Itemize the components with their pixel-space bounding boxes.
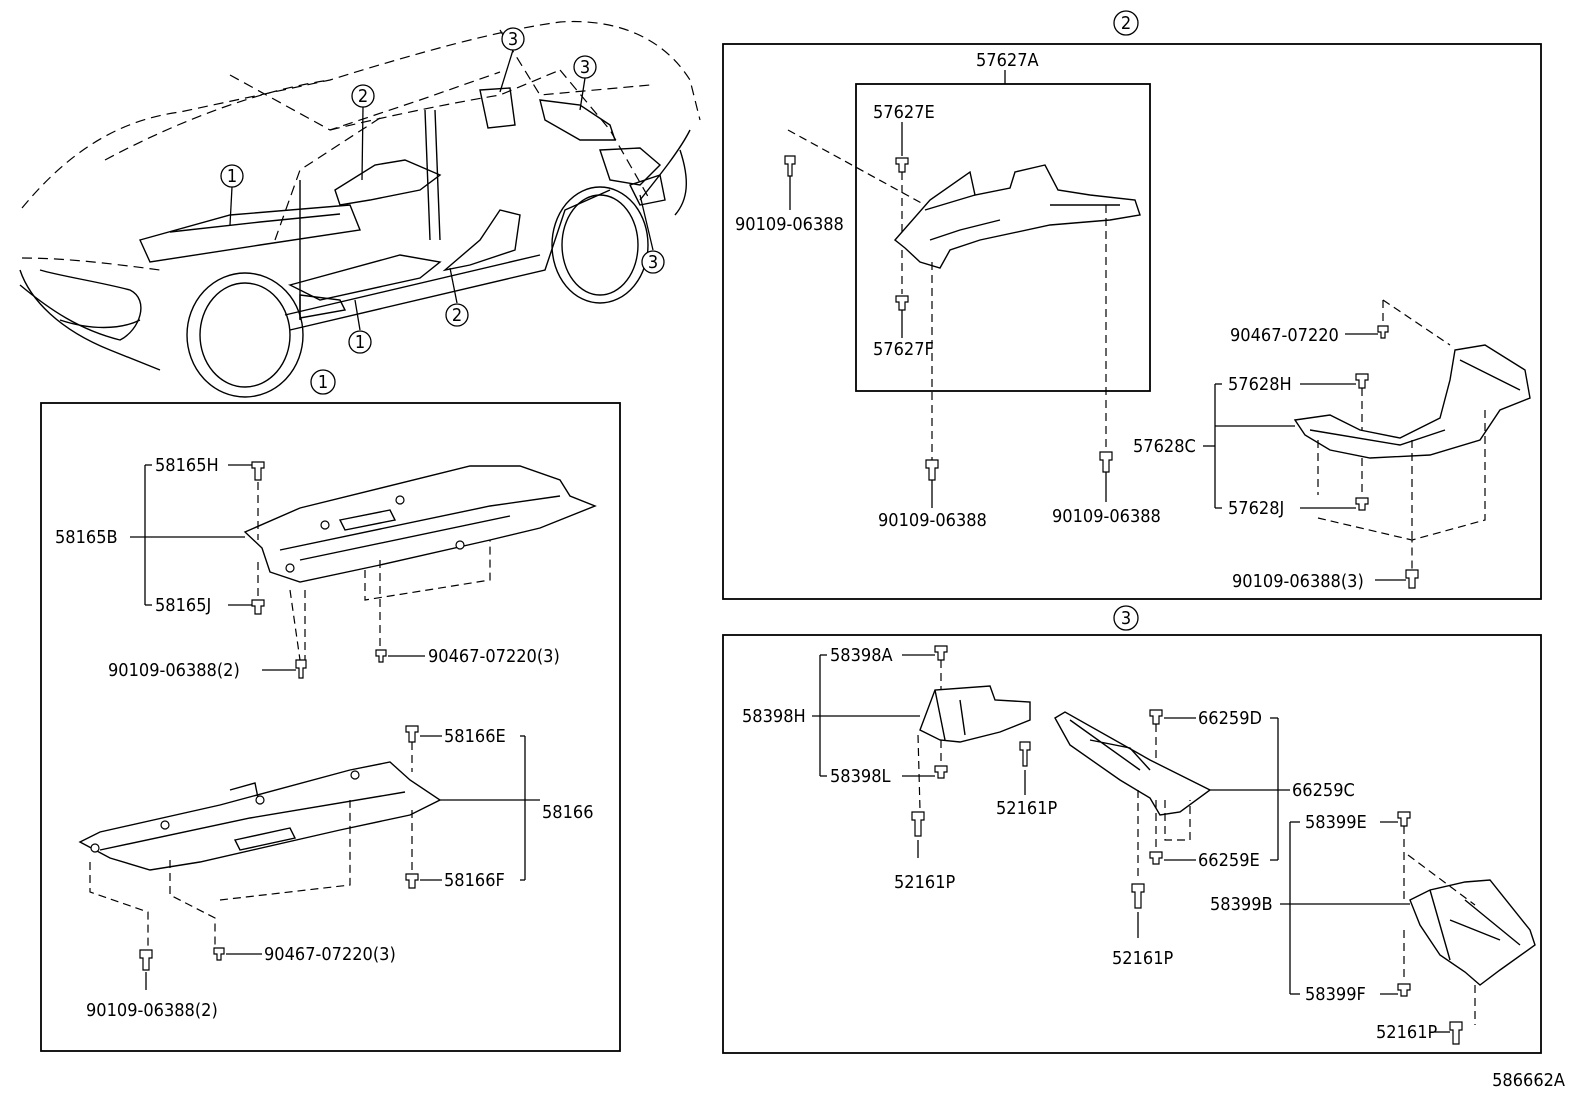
bolt-left (784, 155, 796, 177)
label-58165j: 58165J (155, 595, 211, 616)
label-66259c: 66259C (1292, 780, 1355, 801)
callout-one-a-label: 1 (227, 166, 237, 187)
pin-52161p-c (1131, 883, 1145, 909)
callout-one-b-label: 1 (355, 332, 365, 353)
bracket-57628c (1293, 344, 1531, 459)
label-58166e: 58166E (444, 726, 506, 747)
clip-57627e (895, 157, 909, 173)
clip-57627f (895, 295, 909, 311)
panel-one-callout (310, 369, 336, 395)
clip-57628j (1355, 497, 1369, 511)
label-pin-b: 52161P (996, 798, 1058, 819)
pin-52161p-b (1019, 741, 1031, 767)
car-overview: 1 2 3 3 3 2 1 (19, 20, 701, 398)
callout-three-a-label: 3 (508, 29, 518, 50)
callout-two-b (445, 303, 469, 327)
callout-three-c-label: 3 (648, 252, 658, 273)
label-pin-d: 52161P (1376, 1022, 1438, 1043)
under-cover-58165b (243, 465, 597, 583)
label-58399b: 58399B (1210, 894, 1273, 915)
panel-one-callout-label: 1 (318, 372, 328, 393)
label-58398a: 58398A (830, 645, 893, 666)
callout-two-b-label: 2 (452, 305, 462, 326)
panel-two-callout-label: 2 (1121, 13, 1131, 34)
label-bolt-right: 90109-06388 (1052, 506, 1161, 527)
panel-three-callout-label: 3 (1121, 608, 1131, 629)
bolt-57628 (1405, 569, 1419, 589)
label-pin-a: 52161P (894, 872, 956, 893)
label-58165b: 58165B (55, 527, 118, 548)
mudguard-58399b (1409, 879, 1536, 986)
panel-three-callout (1113, 605, 1139, 631)
label-66259e: 66259E (1198, 850, 1260, 871)
label-58165h: 58165H (155, 455, 219, 476)
panel-one-frame (40, 402, 621, 1052)
label-lower-bolt: 90109-06388(2) (86, 1000, 218, 1021)
label-screw-top: 90467-07220 (1230, 325, 1339, 346)
callout-three-a (501, 27, 525, 51)
bolt-lower (139, 949, 153, 971)
cover-66259c (1054, 711, 1212, 816)
label-upper-screw: 90467-07220(3) (428, 646, 560, 667)
panel-three: 3 52161P 52161P 58398A 58398H 58398L (722, 605, 1542, 1054)
callout-three-c (641, 250, 665, 274)
label-58166f: 58166F (444, 870, 505, 891)
clip-58166f (405, 873, 419, 889)
label-lower-screw: 90467-07220(3) (264, 944, 396, 965)
label-57627e: 57627E (873, 102, 935, 123)
bolt-mid (925, 459, 939, 481)
clip-57628h (1355, 373, 1369, 389)
label-58398l: 58398L (830, 766, 891, 787)
bolt-right (1099, 451, 1113, 473)
pin-52161p-d (1449, 1021, 1463, 1045)
label-pin-c: 52161P (1112, 948, 1174, 969)
panel-two-callout (1113, 10, 1139, 36)
clip-58166e (405, 725, 419, 743)
diagram-number: 586662A (1492, 1070, 1565, 1091)
label-57628c: 57628C (1133, 436, 1196, 457)
pin-52161p-a (911, 811, 925, 837)
clip-58398l (934, 765, 948, 779)
clip-58398a (934, 645, 948, 661)
label-58399e: 58399E (1305, 812, 1367, 833)
label-57628j: 57628J (1228, 498, 1284, 519)
screw-upper (375, 649, 387, 663)
clip-66259d (1149, 709, 1163, 725)
label-66259d: 66259D (1198, 708, 1262, 729)
screw-top (1377, 325, 1389, 339)
label-bolt-mid: 90109-06388 (878, 510, 987, 531)
mudguard-58398h (919, 685, 1031, 743)
inset-frame (855, 83, 1151, 392)
label-57628h: 57628H (1228, 374, 1292, 395)
clip-58165h (251, 461, 265, 481)
clip-58165j (251, 599, 265, 615)
label-58166: 58166 (542, 802, 594, 823)
callout-two-a-label: 2 (358, 86, 368, 107)
label-58398h: 58398H (742, 706, 806, 727)
label-58399f: 58399F (1305, 984, 1366, 1005)
label-57627f: 57627F (873, 339, 934, 360)
panel-three-frame (722, 634, 1542, 1054)
screw-lower (213, 947, 225, 961)
bolt-upper (295, 659, 307, 679)
clip-58399e (1397, 811, 1411, 827)
callout-three-b-label: 3 (580, 57, 590, 78)
callout-one-b (348, 330, 372, 354)
callout-two-a (351, 84, 375, 108)
callout-three-b (573, 55, 597, 79)
clip-66259e (1149, 851, 1163, 865)
panel-two-frame (722, 43, 1542, 600)
callout-one-a (220, 164, 244, 188)
bracket-57627a (893, 164, 1141, 269)
label-bolt-left: 90109-06388 (735, 214, 844, 235)
label-bolt-57628: 90109-06388(3) (1232, 571, 1364, 592)
clip-58399f (1397, 983, 1411, 997)
panel-two: 2 57627A 57627E 57627F 90109-06388 90109… (722, 10, 1542, 600)
label-57627a: 57627A (976, 50, 1039, 71)
panel-one: 1 58165H 58165B 58165J 90109-06388(2) (40, 369, 621, 1052)
label-upper-bolt: 90109-06388(2) (108, 660, 240, 681)
